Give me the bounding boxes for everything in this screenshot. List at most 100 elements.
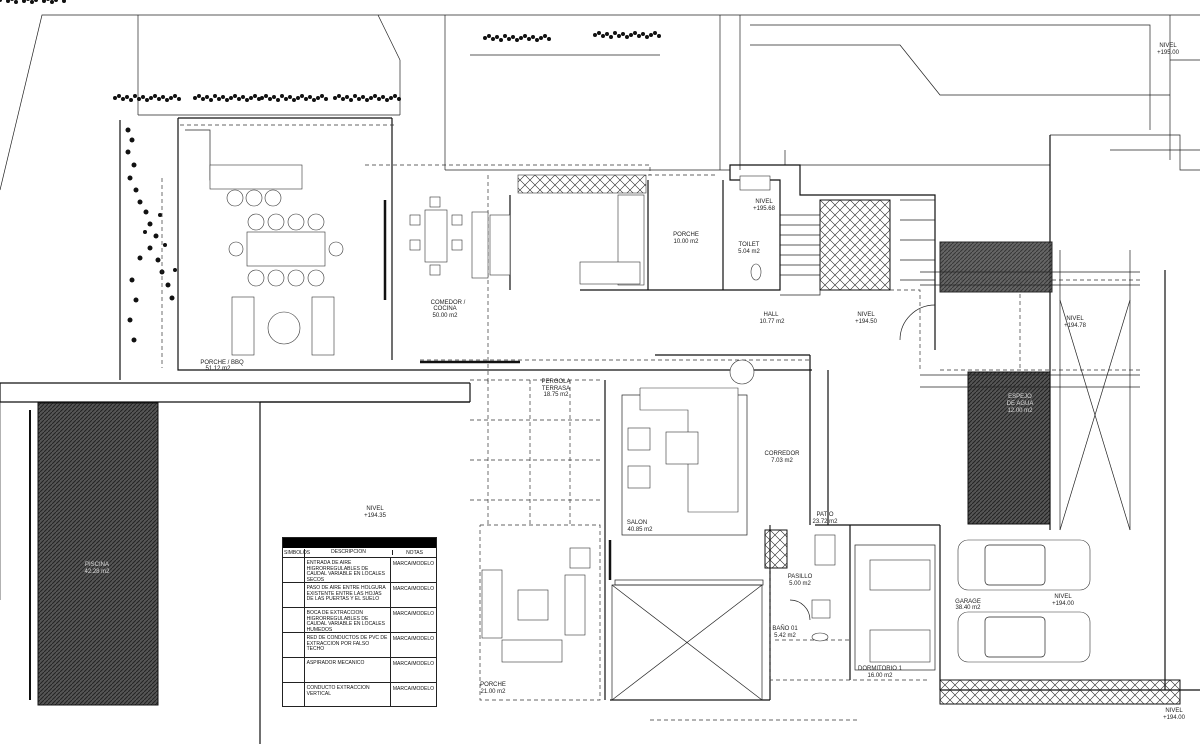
bbq-dining-table [226, 189, 344, 287]
area-porche-bbq: 51.12 m2 [205, 366, 231, 372]
label-toilet: TOILET [739, 242, 760, 248]
legend-note: MARCA/MODELO [392, 686, 434, 692]
bbq-lounge [231, 296, 335, 356]
legend-symbol [283, 658, 305, 682]
legend-row: BOCA DE EXTRACCION HIGRORREGULABLES DE C… [283, 608, 436, 633]
legend-header-row: SIMBOLOS DESCRIPCION NOTAS [283, 548, 436, 558]
legend-header-description: DESCRIPCION [305, 549, 393, 556]
label-garage: GARAGE [955, 599, 981, 605]
bedroom-bed [814, 534, 936, 671]
kitchen-counter [471, 174, 647, 286]
label-hall: HALL [763, 312, 779, 318]
legend-description: PASO DE AIRE ENTRE HOLGURA EXISTENTE ENT… [305, 583, 391, 607]
ventilation-legend: SIMBOLOS DESCRIPCION NOTAS ENTRADA DE AI… [282, 537, 437, 707]
bbq-counter [185, 129, 303, 190]
dining-table [409, 196, 463, 276]
label-de-agua: DE AGUA [1007, 401, 1034, 407]
hedge-plants [0, 0, 661, 102]
area-garage: 38.40 m2 [955, 605, 981, 611]
legend-note: MARCA/MODELO [392, 636, 434, 642]
area-comedor: 50.00 m2 [432, 313, 458, 319]
dashed-outlines [161, 124, 1140, 721]
nivel-bottom-right: +194.00 [1163, 715, 1186, 721]
room-labels: PORCHE / BBQ 51.12 m2 COMEDOR / COCINA 5… [84, 232, 1033, 695]
legend-description: BOCA DE EXTRACCION HIGRORREGULABLES DE C… [305, 608, 391, 633]
label-corredor: CORREDOR [764, 451, 800, 457]
legend-description: RED DE CONDUCTOS DE PVC DE EXTRACCION PO… [305, 633, 391, 657]
area-piscina: 42.28 m2 [84, 569, 110, 575]
legend-header-symbols: SIMBOLOS [284, 548, 311, 557]
legend-row: ENTRADA DE AIRE HIGRORREGULABLES DE CAUD… [283, 558, 436, 583]
legend-symbol [283, 608, 305, 632]
nivel-word-toilet: NIVEL [755, 199, 773, 205]
sliding-doors [29, 200, 612, 700]
area-espejo: 12.00 m2 [1007, 408, 1033, 414]
pool-hatch [37, 241, 1053, 706]
stairs [780, 199, 936, 341]
label-patio: PATIO [816, 512, 833, 518]
nivel-toilet: +195.68 [753, 206, 776, 212]
legend-note: MARCA/MODELO [392, 661, 434, 667]
area-porche-top: 10.00 m2 [673, 239, 699, 245]
nivel-word-right: NIVEL [1066, 316, 1084, 322]
legend-symbol [283, 583, 305, 607]
label-terrasa: TERRASA [542, 386, 570, 392]
legend-row: RED DE CONDUCTOS DE PVC DE EXTRACCION PO… [283, 633, 436, 658]
nivel-stair: +194.50 [855, 319, 878, 325]
nivel-word-stair: NIVEL [857, 312, 875, 318]
toilet-fixtures [739, 175, 771, 281]
area-patio: 23.72 m2 [812, 519, 838, 525]
site-boundary [0, 14, 1200, 600]
porch-lounge [481, 547, 591, 663]
label-dormitorio: DORMITORIO 1 [858, 666, 903, 672]
area-porche-bottom: 21.00 m2 [480, 689, 506, 695]
level-labels: NIVEL +195.00 NIVEL +195.68 NIVEL +194.5… [364, 43, 1186, 721]
legend-description: ENTRADA DE AIRE HIGRORREGULABLES DE CAUD… [305, 558, 391, 583]
label-bano: BAÑO 01 [772, 625, 798, 632]
nivel-top-right: +195.00 [1157, 50, 1180, 56]
legend-note: MARCA/MODELO [392, 611, 434, 617]
hedge-plants-vertical [125, 127, 177, 343]
label-piscina: PISCINA [85, 562, 109, 568]
legend-symbol [283, 633, 305, 657]
label-porche-top: PORCHE [673, 232, 699, 238]
label-comedor: COMEDOR / [431, 300, 466, 306]
legend-symbol [283, 683, 305, 707]
area-hall: 10.77 m2 [759, 319, 785, 325]
garage-cars [957, 539, 1091, 663]
label-porche-bbq: PORCHE / BBQ [200, 360, 244, 366]
legend-note: MARCA/MODELO [392, 561, 434, 567]
legend-title-bar [283, 538, 436, 548]
legend-description: CONDUCTO EXTRACCION VERTICAL [305, 683, 391, 707]
label-pasillo: PASILLO [788, 574, 813, 580]
legend-row: CONDUCTO EXTRACCION VERTICAL MARCA/MODEL… [283, 683, 436, 707]
nivel-word-garage: NIVEL [1054, 594, 1072, 600]
nivel-word-center: NIVEL [366, 506, 384, 512]
nivel-word-top-right: NIVEL [1159, 43, 1177, 49]
area-pasillo: 5.00 m2 [789, 581, 811, 587]
area-bano: 5.42 m2 [774, 633, 796, 639]
legend-note: MARCA/MODELO [392, 586, 434, 592]
skylight [611, 579, 764, 701]
nivel-word-bottom-right: NIVEL [1165, 708, 1183, 714]
salon-sofa [621, 359, 755, 536]
garage-ramp [939, 679, 1181, 705]
legend-description: ASPIRADOR MECANICO [305, 658, 391, 682]
bathroom-fixtures [764, 529, 831, 642]
nivel-right: +194.78 [1064, 323, 1087, 329]
label-espejo: ESPEJO [1008, 394, 1032, 400]
nivel-garage: +194.00 [1052, 601, 1075, 607]
area-pergola: 18.75 m2 [543, 392, 569, 398]
label-salon: SALON [627, 520, 647, 526]
label-cocina: COCINA [433, 306, 456, 312]
nivel-center: +194.35 [364, 513, 387, 519]
legend-row: PASO DE AIRE ENTRE HOLGURA EXISTENTE ENT… [283, 583, 436, 608]
area-salon: 40.85 m2 [627, 527, 653, 533]
pergola-beams [920, 250, 1140, 531]
legend-row: ASPIRADOR MECANICO MARCA/MODELO [283, 658, 436, 683]
label-pergola: PERGOLA [541, 379, 570, 385]
legend-header-notes: NOTAS [406, 549, 423, 556]
area-corredor: 7.03 m2 [771, 458, 793, 464]
area-toilet: 5.04 m2 [738, 249, 760, 255]
